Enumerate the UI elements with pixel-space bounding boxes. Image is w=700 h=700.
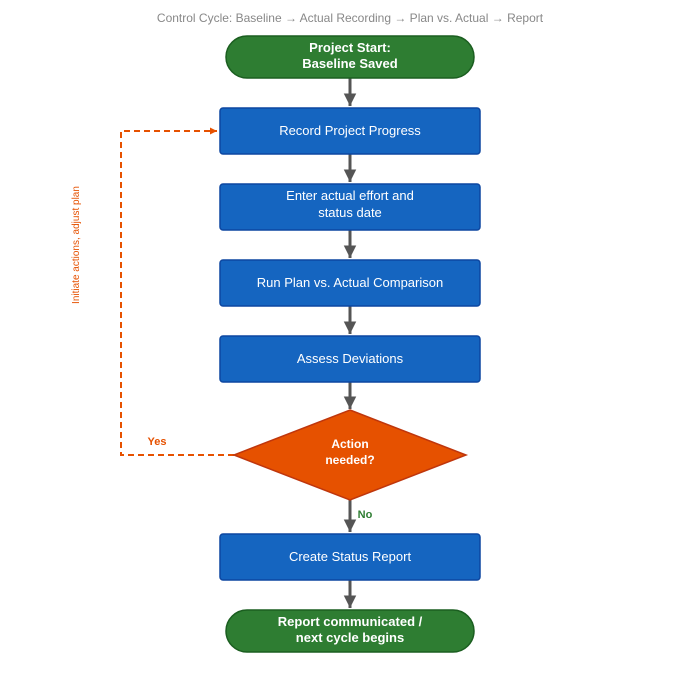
- feedback-loop-arrow: [120, 127, 234, 456]
- end-node-line2: next cycle begins: [296, 630, 404, 645]
- enter-node-line2: status date: [318, 205, 382, 220]
- decision-node: Action needed?: [231, 409, 469, 501]
- no-label: No: [358, 509, 373, 521]
- compare-node-shape: [219, 259, 481, 307]
- start-node: Project Start: Baseline Saved: [225, 35, 475, 79]
- record-node-label: Record Project Progress: [279, 123, 421, 138]
- assess-node: Assess Deviations: [219, 335, 481, 383]
- assess-node-label: Assess Deviations: [297, 351, 404, 366]
- start-node-line2: Baseline Saved: [302, 56, 397, 71]
- yes-label: Yes: [148, 436, 167, 448]
- end-node-shape: [225, 609, 475, 653]
- decision-node-shape: [231, 409, 469, 501]
- enter-node-line1: Enter actual effort and: [286, 188, 414, 203]
- diagram-title: Control Cycle: Baseline → Actual Recordi…: [157, 11, 544, 25]
- loop-label: Initiate actions, adjust plan: [71, 186, 82, 304]
- start-node-line1: Project Start:: [309, 40, 391, 55]
- decision-node-line2: needed?: [325, 453, 374, 467]
- assess-node-shape: [219, 335, 481, 383]
- end-node-line1: Report communicated /: [278, 614, 423, 629]
- compare-node: Run Plan vs. Actual Comparison: [219, 259, 481, 307]
- enter-node-shape: [219, 183, 481, 231]
- start-node-shape: [225, 35, 475, 79]
- decision-node-line1: Action: [331, 437, 368, 451]
- enter-node: Enter actual effort and status date: [219, 183, 481, 231]
- report-node: Create Status Report: [219, 533, 481, 581]
- report-node-label: Create Status Report: [289, 549, 412, 564]
- record-node-shape: [219, 107, 481, 155]
- record-node: Record Project Progress: [219, 107, 481, 155]
- compare-node-label: Run Plan vs. Actual Comparison: [257, 275, 443, 290]
- end-node: Report communicated / next cycle begins: [225, 609, 475, 653]
- report-node-shape: [219, 533, 481, 581]
